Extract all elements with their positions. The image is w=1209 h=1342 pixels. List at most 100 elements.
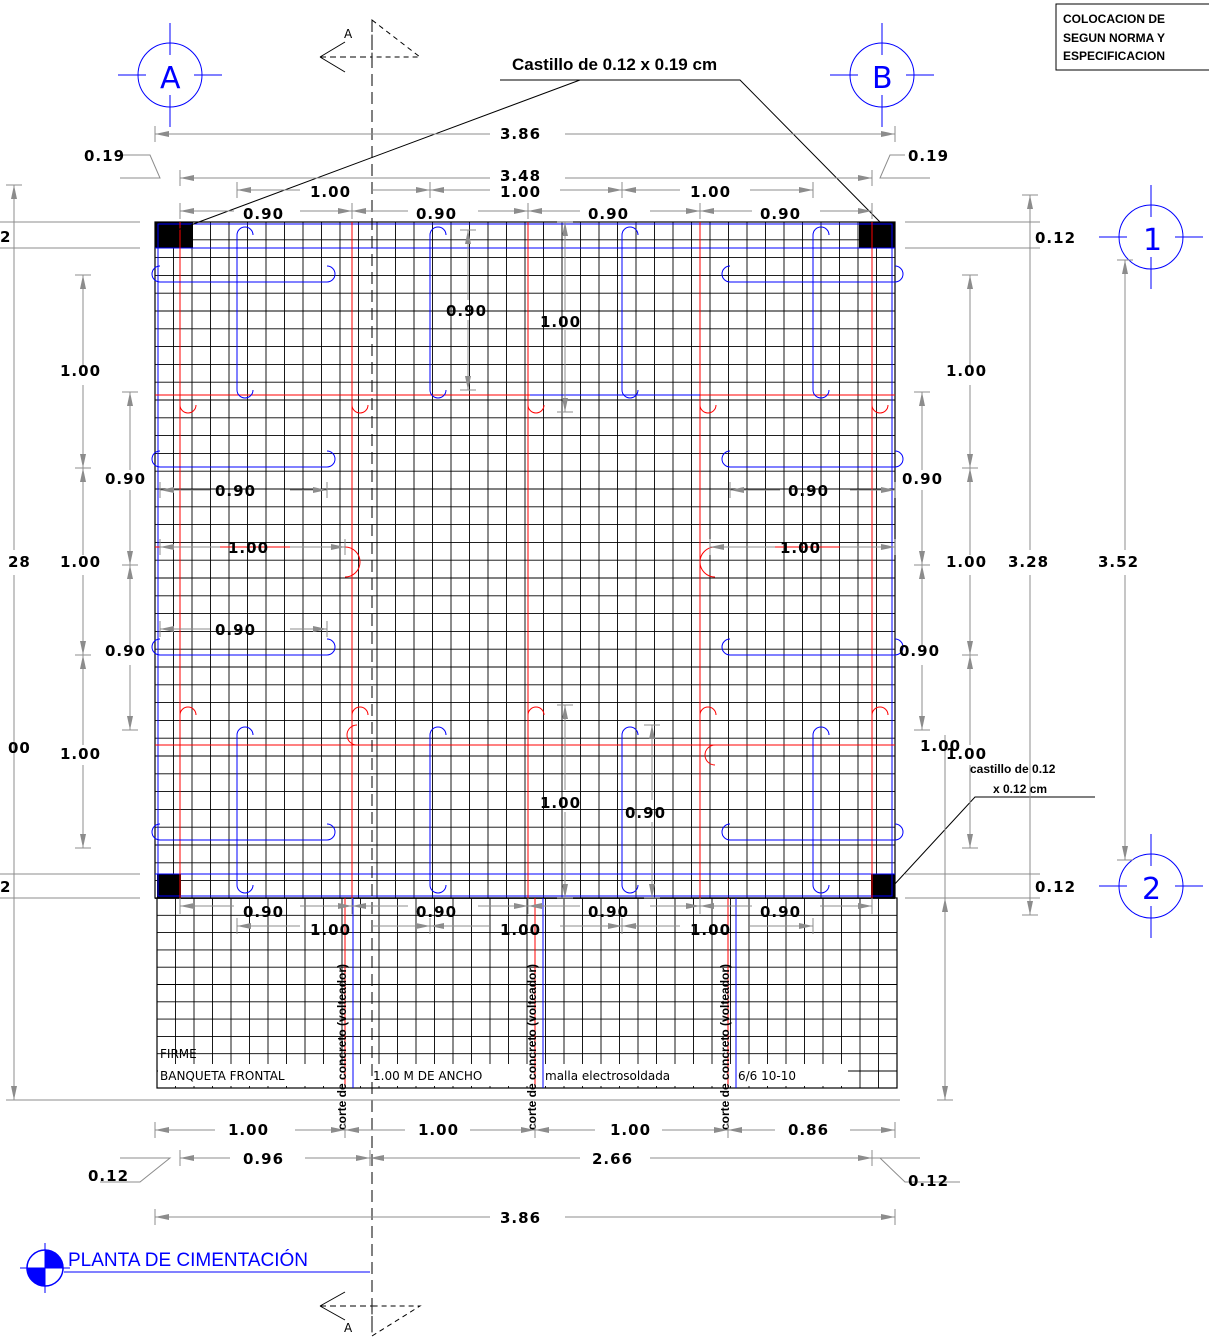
dimension-arrow (967, 641, 973, 655)
dim-mid-090-d: 0.90 (760, 903, 801, 921)
castillo-bottom-right (871, 874, 895, 898)
blue-hook-end (812, 726, 830, 736)
dimension-arrow (562, 705, 568, 719)
dimension-arrow (881, 131, 895, 137)
red-hook (699, 404, 717, 414)
dimension-arrow (155, 1214, 169, 1220)
dimension-arrow (160, 487, 174, 493)
dimension-arrow (649, 725, 655, 739)
axis-bubble-b: B (830, 23, 934, 127)
dimension-arrow (799, 187, 813, 193)
dimension-arrow (521, 1127, 535, 1133)
dim-left-012-top: 2 (0, 228, 11, 246)
dimension-arrow (313, 487, 327, 493)
dim-bot-266: 2.66 (592, 1150, 633, 1168)
rebar-bars (151, 222, 904, 898)
dimension-arrow (881, 487, 895, 493)
section-marker-bottom: A (319, 1291, 422, 1337)
dim-bot-100-c: 1.00 (610, 1121, 651, 1139)
section-label-top: A (344, 27, 353, 41)
dim-right-328: 3.28 (1008, 553, 1049, 571)
firme-label: FIRME (160, 1047, 197, 1061)
blue-hook-bar (621, 235, 639, 399)
dimension-arrow (127, 565, 133, 579)
dim-mid-090-c: 0.90 (588, 903, 629, 921)
dimension-arrow (80, 655, 86, 669)
dimension-arrow (180, 208, 194, 214)
red-hook (351, 404, 369, 414)
dim-right-100-banq: 1.00 (920, 737, 961, 755)
dimension-arrow (942, 1086, 948, 1100)
dim-int-100-right: 1.00 (780, 539, 821, 557)
section-label-bottom: A (344, 1321, 353, 1335)
dimension-arrow (331, 544, 345, 550)
red-hook (527, 404, 545, 414)
dimension-arrow (858, 175, 872, 181)
dimension-arrow (11, 1086, 17, 1100)
castillo-top-callout: Castillo de 0.12 x 0.19 cm (512, 55, 717, 74)
dimension-arrow (352, 903, 366, 909)
dimension-arrow (180, 903, 194, 909)
dimension-arrow (730, 487, 744, 493)
blue-hook-bar (236, 735, 254, 894)
axis-label-2: 2 (1142, 872, 1161, 907)
dimension-arrow (608, 923, 622, 929)
dimension-arrow (942, 898, 948, 912)
dimension-arrow (127, 551, 133, 565)
dimension-arrow (686, 903, 700, 909)
blue-hook-end (429, 726, 447, 736)
red-hook (704, 744, 716, 766)
dimension-arrow (80, 641, 86, 655)
blue-hook-bar (160, 265, 336, 283)
red-hook (871, 404, 889, 414)
blue-hook-end (151, 265, 161, 283)
dim-bot-012-left: 0.12 (88, 1167, 129, 1185)
red-hook (179, 404, 197, 414)
blue-hook-bar (160, 823, 336, 841)
dimension-arrow (608, 187, 622, 193)
dimension-leader (120, 154, 161, 179)
dimension-arrow (919, 551, 925, 565)
dim-mid-100-c: 1.00 (690, 921, 731, 939)
dimension-arrow (237, 187, 251, 193)
dim-mid-100-b: 1.00 (500, 921, 541, 939)
dim-top-386: 3.86 (500, 125, 541, 143)
dimension-arrow (622, 187, 636, 193)
dimension-arrow (700, 903, 714, 909)
blue-hook-end (236, 726, 254, 736)
axis-label-a: A (160, 61, 181, 96)
dim-int-100-bot: 1.00 (540, 794, 581, 812)
red-hook (699, 706, 717, 716)
blue-hook-bar (730, 638, 904, 656)
blue-hook-end (151, 823, 161, 841)
dimension-arrow (345, 1127, 359, 1133)
castillo-bottom-callout-1: castillo de 0.12 (970, 762, 1056, 776)
drawing-title: PLANTA DE CIMENTACIÓN (68, 1249, 308, 1271)
dimension-arrow (430, 923, 444, 929)
dimension-arrow (967, 454, 973, 468)
dimension-arrow (127, 392, 133, 406)
blue-hook-end (721, 823, 731, 841)
dim-int-100-left: 1.00 (228, 539, 269, 557)
dimension-arrow (416, 923, 430, 929)
dim-right-100-b: 1.00 (946, 553, 987, 571)
blue-hook-end (721, 265, 731, 283)
banqueta-label: BANQUETA FRONTAL (160, 1069, 285, 1083)
dim-bot-086: 0.86 (788, 1121, 829, 1139)
dimension-arrow (1027, 901, 1033, 915)
axis-bubble-a: A (118, 23, 222, 127)
dimension-arrow (528, 208, 542, 214)
dim-mid-100-a: 1.00 (310, 921, 351, 939)
dim-bot-100-b: 1.00 (418, 1121, 459, 1139)
dimension-arrow (127, 716, 133, 730)
red-hook (527, 706, 545, 716)
dimension-arrow (858, 208, 872, 214)
dimension-arrow (562, 398, 568, 412)
dim-right-090-a: 0.90 (902, 470, 943, 488)
dim-int-090-left-2: 0.90 (215, 621, 256, 639)
dimension-arrow (80, 275, 86, 289)
dimension-arrow (430, 187, 444, 193)
dim-top-090-a: 0.90 (243, 205, 284, 223)
axis-label-b: B (872, 61, 893, 96)
dim-bot-386: 3.86 (500, 1209, 541, 1227)
